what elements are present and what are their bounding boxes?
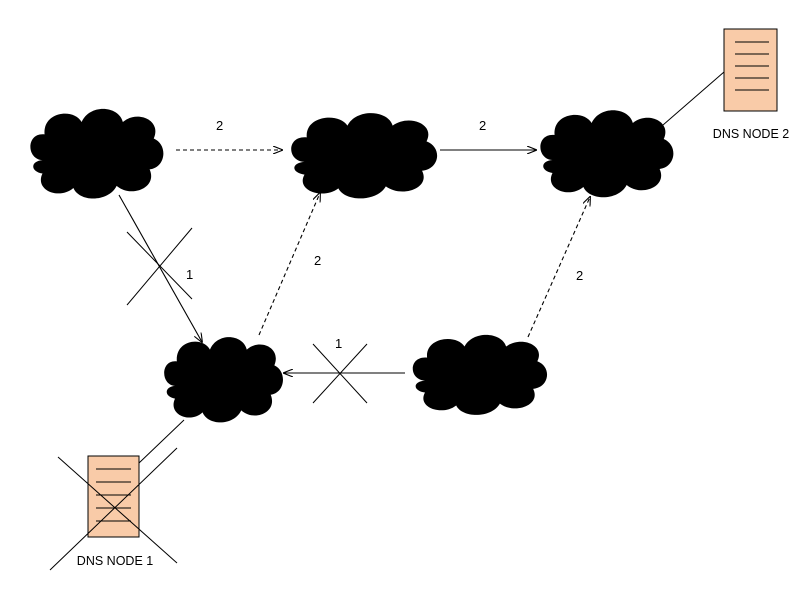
edge-label-top-middle-to-top-right: 2 [479, 118, 486, 133]
blocked-cross-left [126, 227, 193, 306]
edge-label-top-left-to-top-middle: 2 [216, 118, 223, 133]
dns-node-1-server-icon [87, 455, 140, 538]
dns-node-2-server-icon [723, 28, 778, 112]
edge-bottom-right-to-top-right [527, 197, 590, 338]
edge-label-bottom-right-to-top-right: 2 [576, 268, 583, 283]
blocked-cross-bottom [312, 343, 368, 404]
cloud-top-middle [291, 113, 438, 199]
cloud-bottom-right [412, 334, 548, 415]
dns-node-2-label: DNS NODE 2 [713, 127, 789, 141]
edge-top-left-to-bottom-left [118, 194, 202, 342]
dns-node-1-failed-cross [49, 447, 178, 571]
edge-bottom-left-to-top-middle [258, 193, 320, 336]
dns-node-2-link [662, 71, 725, 126]
edge-label-bottom-left-to-top-middle: 2 [314, 253, 321, 268]
cloud-bottom-left [164, 337, 283, 423]
edge-label-bottom-right-to-bottom-left: 1 [335, 336, 342, 351]
cloud-top-right [540, 110, 674, 198]
dns-node-1-label: DNS NODE 1 [77, 554, 153, 568]
edge-label-top-left-to-bottom-left: 1 [186, 267, 193, 282]
dns-node-1-link [138, 419, 185, 464]
cloud-top-left [30, 108, 164, 199]
